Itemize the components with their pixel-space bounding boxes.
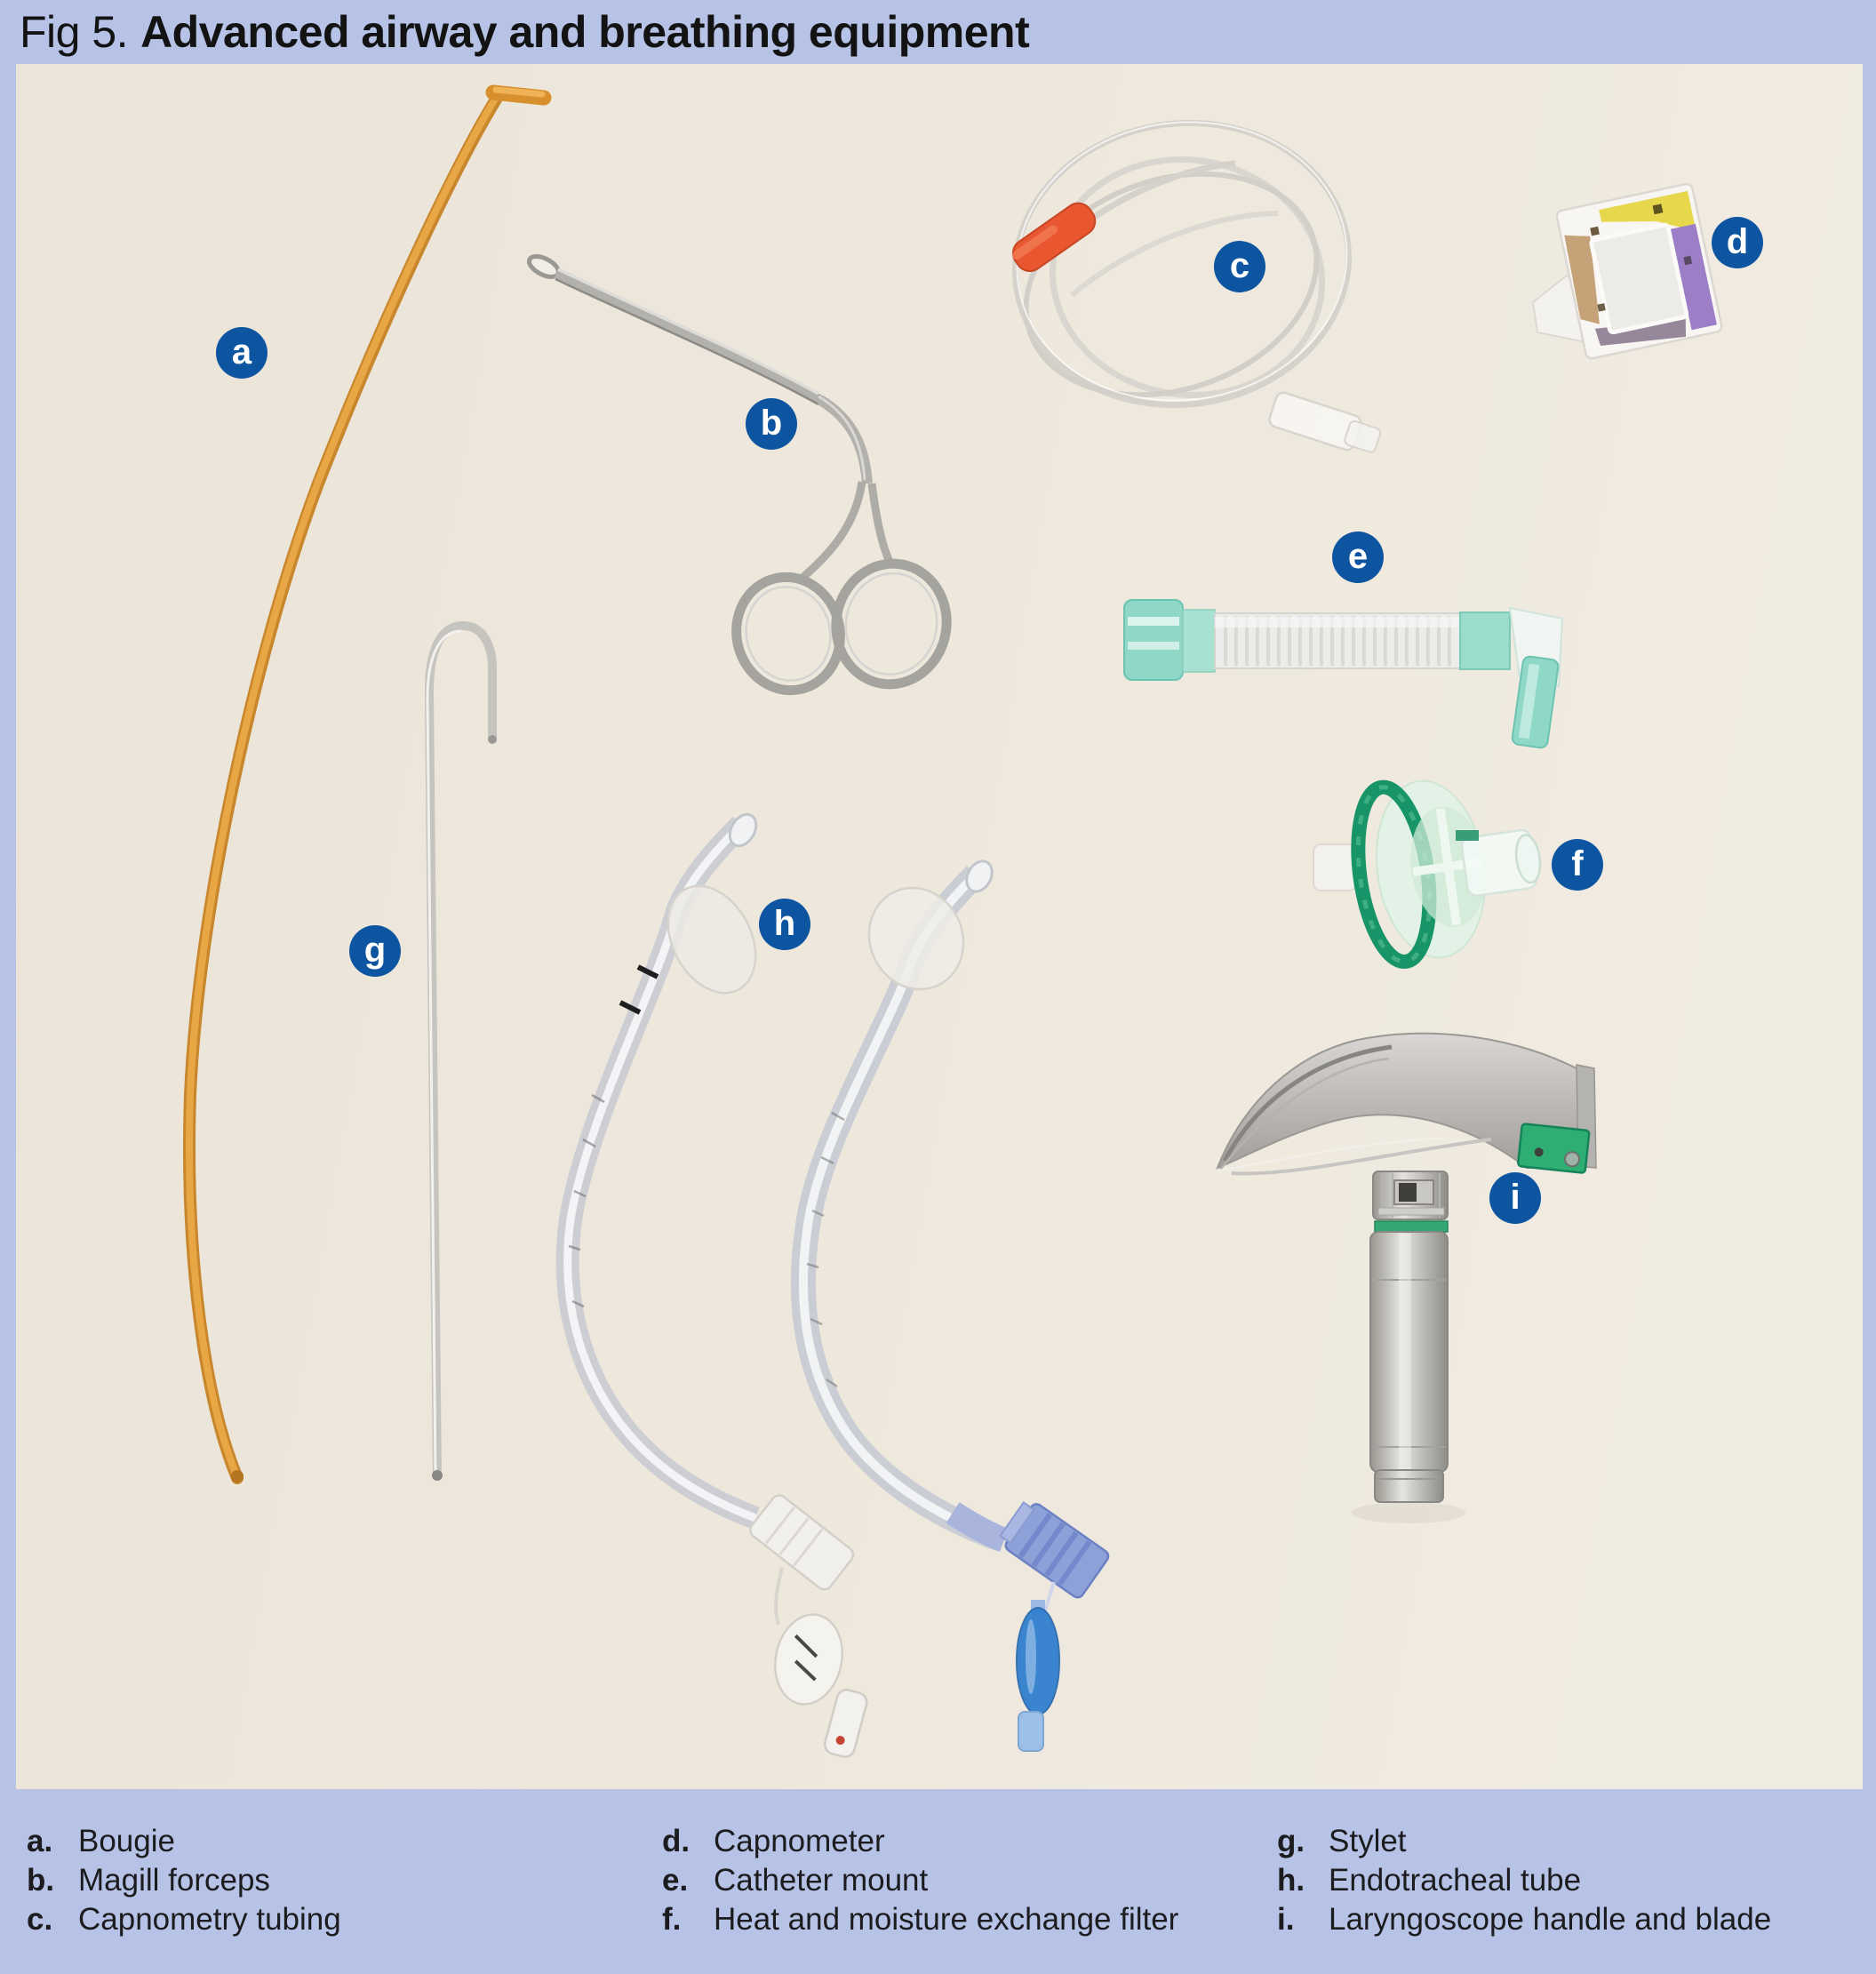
capnometer-photo xyxy=(1531,182,1723,360)
marker-i: i xyxy=(1489,1172,1541,1224)
legend-item-e: e. Catheter mount xyxy=(662,1861,1178,1900)
legend-item-f: f. Heat and moisture exchange filter xyxy=(662,1900,1178,1939)
legend-label: Heat and moisture exchange filter xyxy=(714,1902,1179,1937)
legend-label: Catheter mount xyxy=(714,1863,929,1898)
endotracheal-tubes-photo xyxy=(555,812,1110,1758)
marker-b: b xyxy=(746,398,797,450)
legend-letter: c. xyxy=(27,1902,53,1937)
figure-number: Fig 5. xyxy=(20,7,129,57)
legend-item-h: h. Endotracheal tube xyxy=(1277,1861,1771,1900)
marker-d: d xyxy=(1712,217,1763,268)
laryngoscope-photo xyxy=(1216,1032,1597,1523)
marker-a: a xyxy=(216,327,267,379)
marker-e: e xyxy=(1332,531,1384,583)
marker-h: h xyxy=(759,899,810,950)
catheter-mount-photo xyxy=(1123,599,1564,749)
legend-item-a: a. Bougie xyxy=(27,1822,341,1861)
figure-title: Fig 5. Advanced airway and breathing equ… xyxy=(20,0,1876,64)
legend-letter: a. xyxy=(27,1824,53,1858)
legend-column-3: g. Stylet h. Endotracheal tube i. Laryng… xyxy=(1277,1822,1771,1939)
legend-letter: i. xyxy=(1277,1902,1295,1937)
figure-title-text: Advanced airway and breathing equipment xyxy=(140,7,1030,57)
legend-item-g: g. Stylet xyxy=(1277,1822,1771,1861)
marker-g: g xyxy=(349,925,401,977)
legend-item-i: i. Laryngoscope handle and blade xyxy=(1277,1900,1771,1939)
legend-label: Endotracheal tube xyxy=(1329,1863,1582,1898)
equipment-photo-svg xyxy=(183,84,1723,1758)
legend-letter: e. xyxy=(662,1863,689,1898)
hme-filter-photo xyxy=(1313,779,1542,970)
legend-letter: f. xyxy=(662,1902,682,1937)
legend-letter: d. xyxy=(662,1824,691,1858)
bougie-photo xyxy=(183,84,552,1484)
legend-letter: h. xyxy=(1277,1863,1305,1898)
capnometry-tubing-photo xyxy=(1012,119,1382,453)
legend-letter: g. xyxy=(1277,1824,1305,1858)
marker-c: c xyxy=(1214,241,1265,292)
legend-item-c: c. Capnometry tubing xyxy=(27,1900,341,1939)
legend-label: Capnometry tubing xyxy=(78,1902,341,1937)
legend-label: Stylet xyxy=(1329,1824,1407,1858)
legend-label: Laryngoscope handle and blade xyxy=(1329,1902,1772,1937)
magill-forceps-photo xyxy=(526,254,952,696)
legend-label: Capnometer xyxy=(714,1824,885,1858)
legend-column-2: d. Capnometer e. Catheter mount f. Heat … xyxy=(662,1822,1178,1939)
legend-letter: b. xyxy=(27,1863,55,1898)
legend-label: Magill forceps xyxy=(78,1863,270,1898)
stylet-photo xyxy=(424,620,497,1481)
equipment-photo: a b c d e f g h i xyxy=(16,64,1863,1789)
marker-f: f xyxy=(1552,839,1603,891)
legend-label: Bougie xyxy=(78,1824,175,1858)
legend-item-d: d. Capnometer xyxy=(662,1822,1178,1861)
legend-column-1: a. Bougie b. Magill forceps c. Capnometr… xyxy=(27,1822,341,1939)
legend-item-b: b. Magill forceps xyxy=(27,1861,341,1900)
